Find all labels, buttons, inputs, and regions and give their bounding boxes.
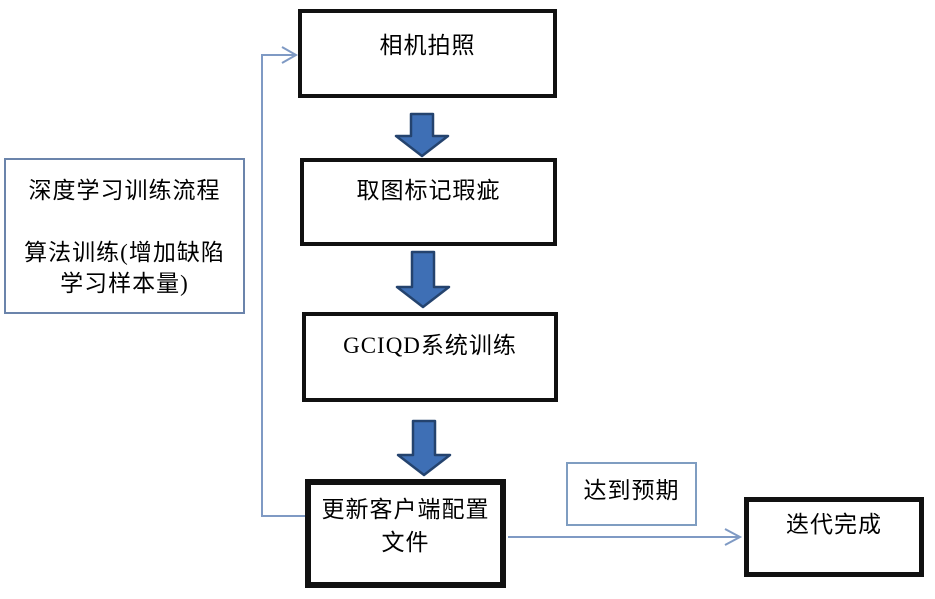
side-note-blank-line bbox=[6, 206, 243, 237]
node-mark-defects: 取图标记瑕疵 bbox=[300, 158, 557, 246]
node-camera-label: 相机拍照 bbox=[379, 33, 476, 58]
node-iteration-done: 迭代完成 bbox=[744, 497, 924, 577]
feedback-connector-line bbox=[261, 54, 305, 517]
node-mark-label: 取图标记瑕疵 bbox=[356, 178, 501, 203]
node-expectation-met: 达到预期 bbox=[566, 462, 697, 526]
side-note-line1: 深度学习训练流程 bbox=[28, 178, 221, 203]
down-block-arrow-3 bbox=[396, 419, 452, 477]
node-train-label: GCIQD系统训练 bbox=[343, 333, 517, 358]
side-note-line2: 算法训练(增加缺陷 bbox=[24, 240, 225, 265]
node-update-config: 更新客户端配置 文件 bbox=[305, 479, 506, 588]
node-update-label-line1: 更新客户端配置 bbox=[321, 497, 490, 522]
to-done-connector-arrowhead bbox=[724, 528, 743, 546]
expectation-met-label: 达到预期 bbox=[583, 478, 680, 503]
side-note-line3: 学习样本量) bbox=[60, 271, 189, 296]
node-system-training: GCIQD系统训练 bbox=[302, 312, 558, 402]
down-block-arrow-2 bbox=[395, 250, 451, 309]
iteration-done-label: 迭代完成 bbox=[786, 512, 882, 537]
down-block-arrow-1 bbox=[394, 112, 450, 158]
feedback-connector-arrowhead bbox=[281, 46, 299, 64]
node-camera-capture: 相机拍照 bbox=[298, 9, 557, 98]
node-side-note: 深度学习训练流程 算法训练(增加缺陷 学习样本量) bbox=[4, 158, 245, 314]
node-update-label-line2: 文件 bbox=[381, 530, 430, 555]
